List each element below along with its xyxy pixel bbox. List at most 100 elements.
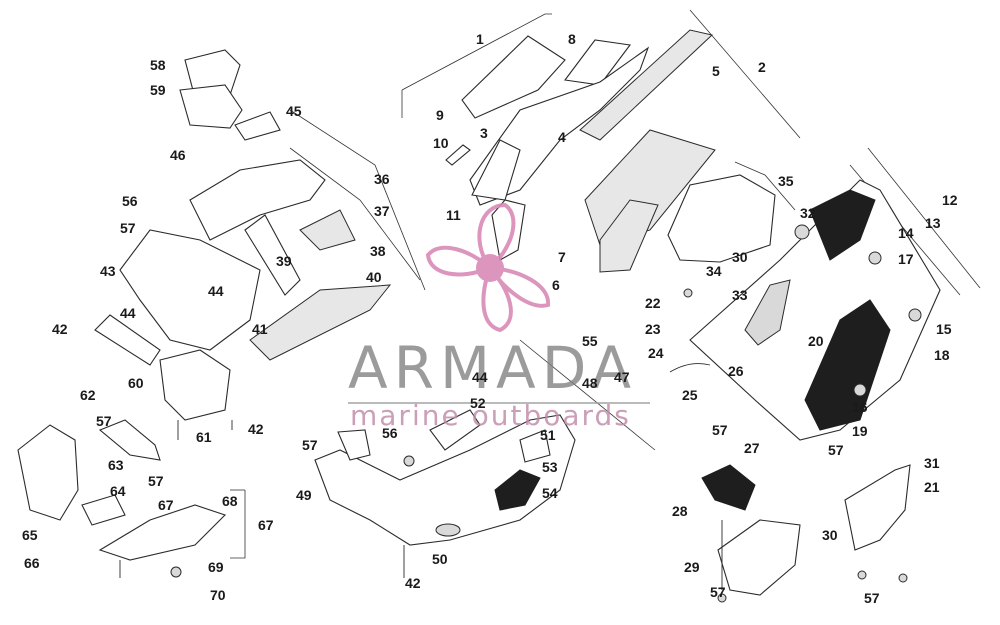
console-cover-35 [667,174,776,263]
callout-30: 30 [732,249,748,265]
hood-lower-3 [471,139,521,201]
callout-54: 54 [542,485,558,501]
cover-43 [94,314,161,366]
callout-34: 34 [706,263,722,279]
housing-29 [717,519,801,596]
callout-61: 61 [196,429,212,445]
bracket-57 [337,429,371,461]
callout-45: 45 [286,103,302,119]
belly-pan-assembly [314,339,656,578]
console-body-44 [119,229,261,351]
callout-52: 52 [470,395,486,411]
callout-62: 62 [80,387,96,403]
callout-2: 2 [758,59,766,75]
callout-29: 29 [684,559,700,575]
callout-41: 41 [252,321,268,337]
callout-65: 65 [22,527,38,543]
plate-60 [159,349,231,421]
decal-54 [494,469,541,511]
washer-57-br3 [898,573,908,583]
callout-19: 19 [852,423,868,439]
watermark-brand: ARMADA [348,334,637,402]
side-panel-65 [17,424,79,521]
foam-39 [249,284,392,361]
callout-30: 30 [822,527,838,543]
callout-59: 59 [150,82,166,98]
callout-8: 8 [568,31,576,47]
callout-23: 23 [645,321,661,337]
callout-43: 43 [100,263,116,279]
bracket-11 [491,199,526,261]
callout-32: 32 [800,205,816,221]
decal-graphic-lower [804,299,891,431]
wire-24 [669,363,711,373]
callout-40: 40 [366,269,382,285]
cover-62 [98,419,161,461]
belly-pan-49 [314,414,576,546]
callout-50: 50 [432,551,448,567]
gasket-59 [179,84,243,129]
callout-56: 56 [382,425,398,441]
foam-pad-6 [599,199,659,273]
plug-15 [908,308,922,322]
callout-1: 1 [476,31,484,47]
fastener-70 [170,566,182,578]
callout-3: 3 [480,125,488,141]
callout-7: 7 [558,249,566,265]
grommet-56 [403,455,415,467]
console-frame-46 [189,159,326,241]
callout-48: 48 [582,375,598,391]
callout-64: 64 [110,483,126,499]
mesh-33 [744,279,791,346]
callout-20: 20 [808,333,824,349]
callout-31: 31 [924,455,940,471]
callout-57: 57 [96,413,112,429]
callout-49: 49 [296,487,312,503]
callout-57: 57 [302,437,318,453]
callout-25: 25 [682,387,698,403]
callout-13: 13 [925,215,941,231]
callout-9: 9 [436,107,444,123]
callout-42: 42 [405,575,421,591]
callout-44: 44 [472,369,488,385]
callout-57: 57 [148,473,164,489]
callout-42: 42 [248,421,264,437]
vent-28 [701,464,756,511]
callout-63: 63 [108,457,124,473]
hood-panel-8 [564,39,631,86]
callout-46: 46 [170,147,186,163]
callout-17: 17 [898,251,914,267]
panel-66 [98,504,227,561]
callout-44: 44 [120,305,136,321]
cap-50 [435,523,461,537]
callout-60: 60 [128,375,144,391]
bracket-40 [244,214,301,296]
callout-12: 12 [942,192,958,208]
callout-57: 57 [864,590,880,606]
callout-33: 33 [732,287,748,303]
panel-45 [234,111,281,141]
callout-11: 11 [446,207,461,223]
side-panel-assembly [667,147,981,441]
hood-assembly [401,9,801,273]
callout-27: 27 [744,440,760,456]
callout-36: 36 [374,171,390,187]
callout-16: 16 [852,399,868,415]
watermark: ARMADA marine outboards [348,202,650,432]
callout-66: 66 [24,555,40,571]
callout-26: 26 [728,363,744,379]
foam-strip-5 [579,29,714,141]
plug-32 [794,224,810,240]
plug-16 [853,383,867,397]
callout-21: 21 [924,479,940,495]
callout-4: 4 [558,129,566,145]
callout-68: 68 [222,493,238,509]
callout-38: 38 [370,243,386,259]
callout-37: 37 [374,203,390,219]
lower-left-assembly [17,419,246,578]
washer-57-br1 [717,593,727,603]
plug-17 [868,251,882,265]
callout-53: 53 [542,459,558,475]
